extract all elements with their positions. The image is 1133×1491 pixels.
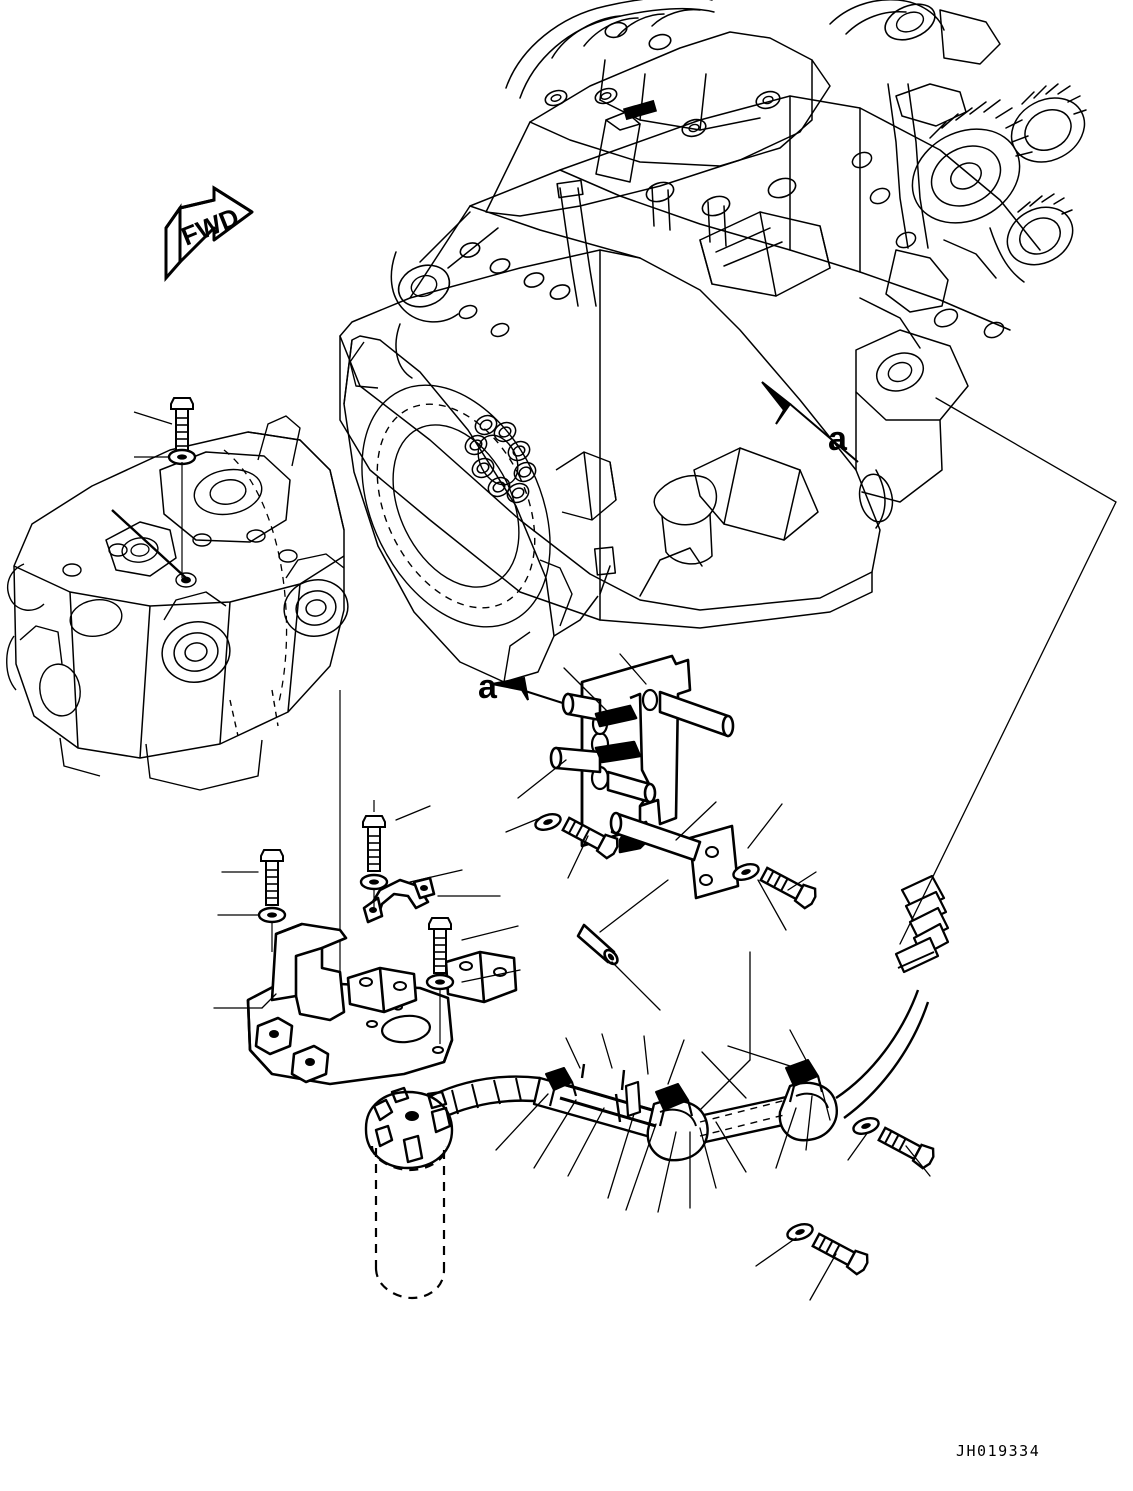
hose-clamp-strap: [362, 876, 436, 924]
ribbed-hose-fitting: [894, 874, 950, 974]
lower-mounting-plate: [246, 922, 518, 1086]
pump-washer: [167, 448, 197, 466]
engine-assembly: [339, 0, 1087, 629]
callout-a-label-engine: a: [828, 420, 848, 458]
lower-bracket-washer-upper-center: [359, 873, 389, 891]
leader-lines: [213, 397, 1117, 1301]
lower-bracket-washer-right: [425, 973, 455, 991]
hydraulic-filter: [364, 1086, 454, 1300]
leader-pump-body: [111, 509, 187, 579]
section-callout-a-engine: a: [761, 381, 859, 463]
hydraulic-pump-assembly: [6, 415, 349, 791]
fastener-axis-lines: [271, 800, 441, 1044]
cylindrical-spacer: [576, 923, 619, 966]
callout-a-label-bracket: a: [478, 668, 498, 706]
drawing-number: JH019334: [956, 1442, 1041, 1460]
lower-bracket-washer-left: [257, 906, 287, 924]
leader-pump-bolt: [133, 411, 173, 425]
upper-mounting-bracket: [549, 654, 740, 900]
flywheel-housing: [343, 335, 617, 683]
fwd-orientation-marker: FWD: [164, 185, 254, 282]
